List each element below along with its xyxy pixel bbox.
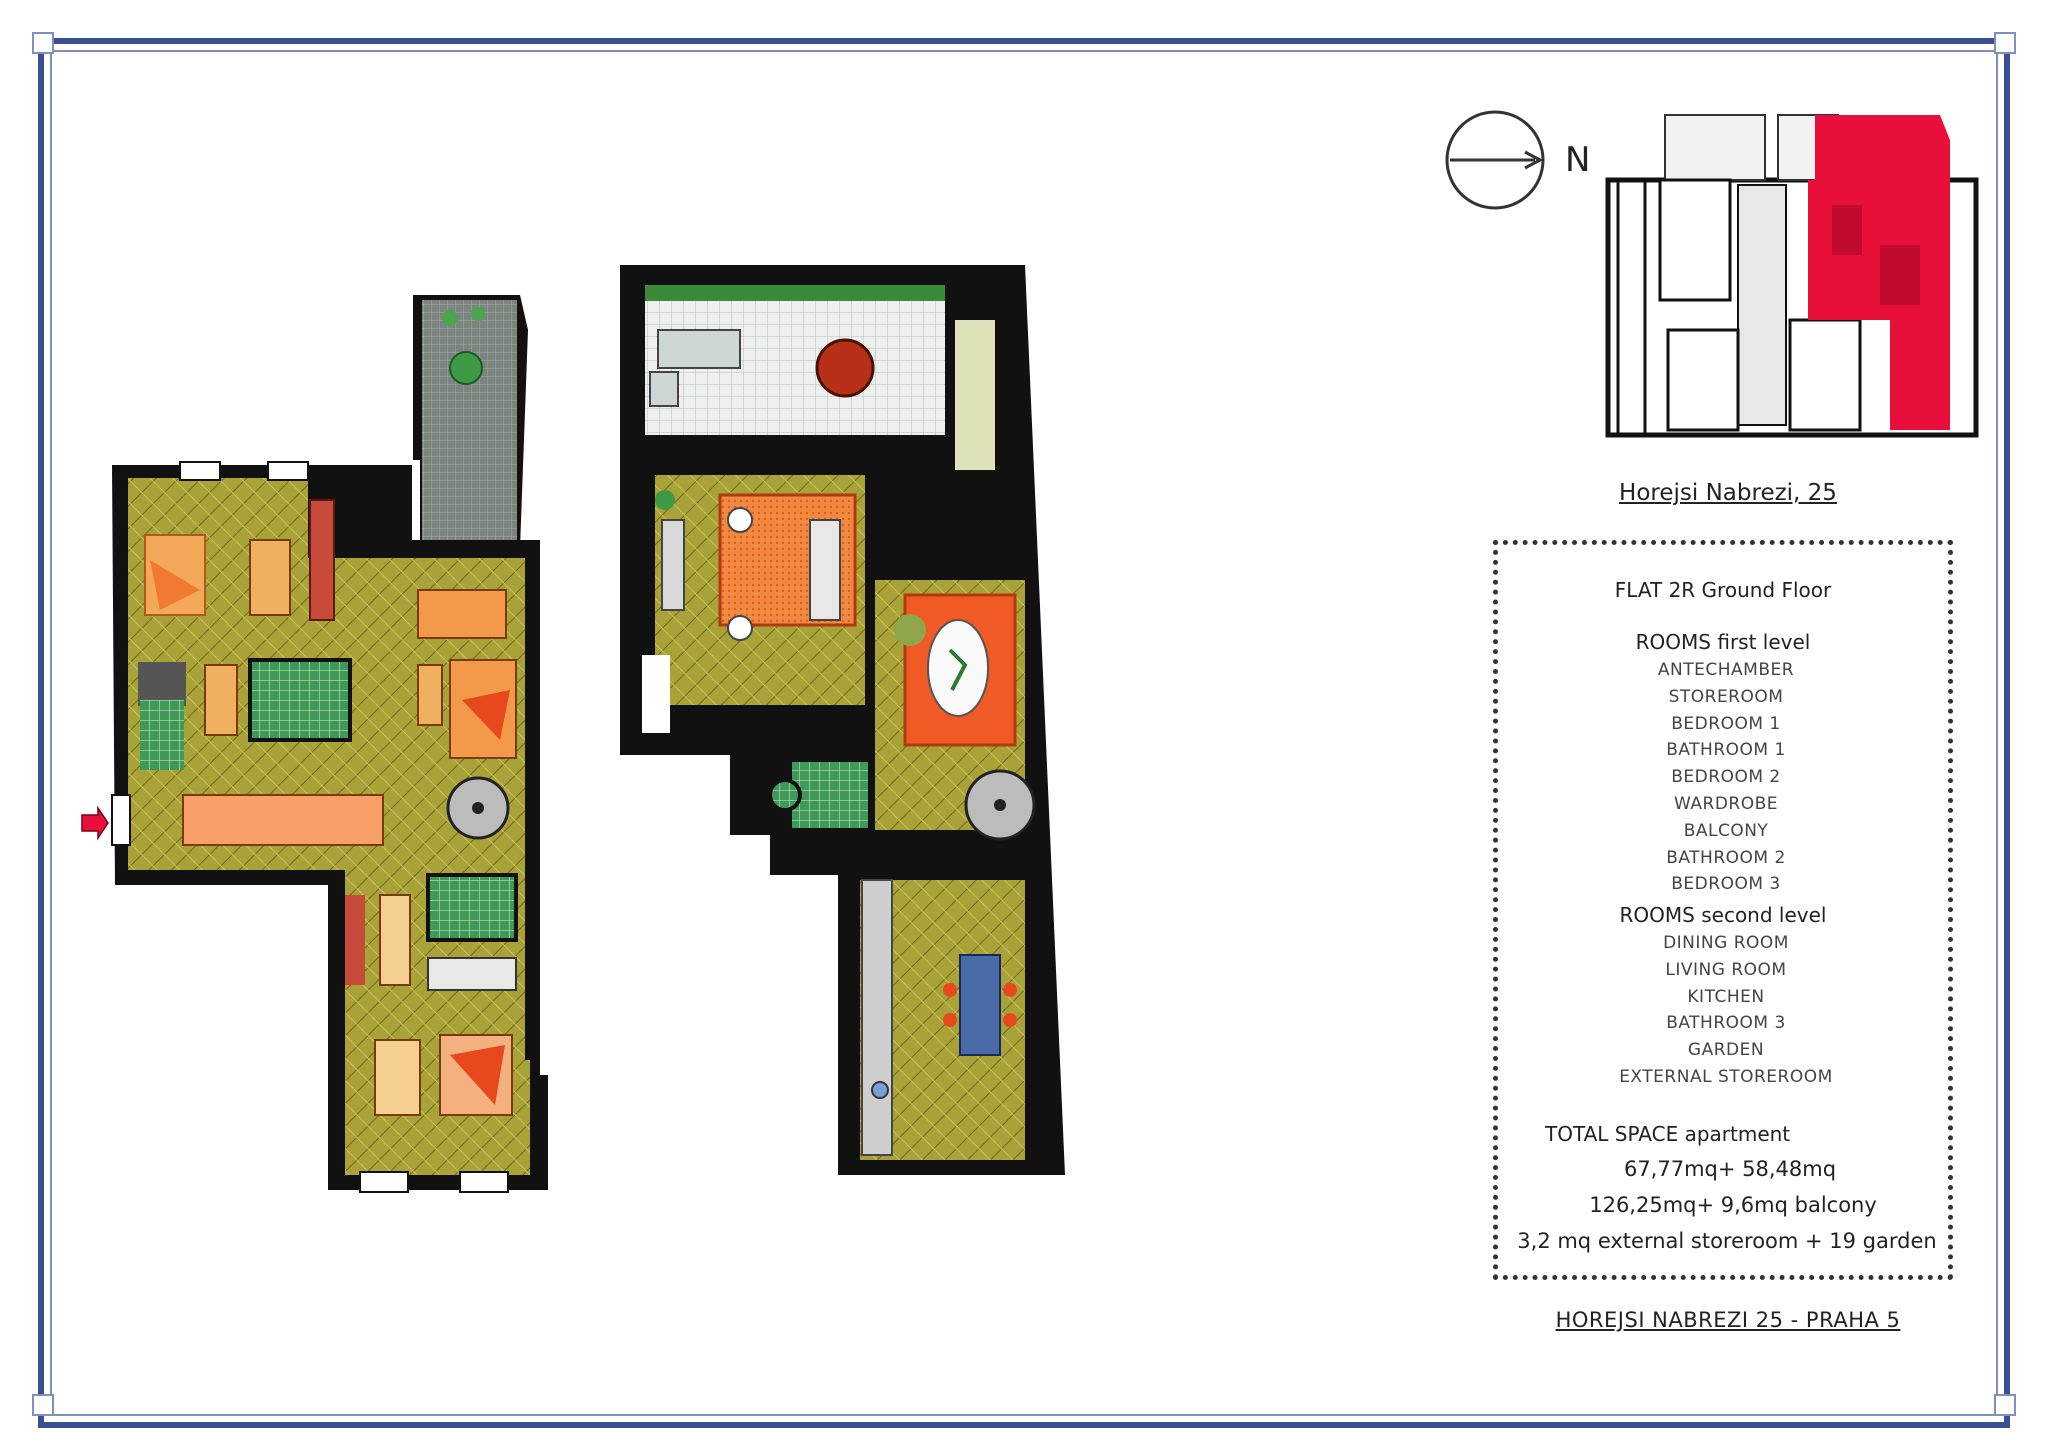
inner-frame [50, 50, 1998, 1416]
total-space-label: TOTAL SPACE apartment [1545, 1122, 1791, 1146]
frame-corner [1994, 1394, 2016, 1416]
flat-title: FLAT 2R Ground Floor [1614, 578, 1832, 602]
room-name: BATHROOM 1 [1666, 740, 1786, 761]
address-footer: HOREJSI NABREZI 25 - PRAHA 5 [1555, 1308, 1901, 1332]
key-plan [1445, 110, 1979, 438]
second-level-plan [620, 265, 1065, 1175]
plant-icon [449, 351, 483, 385]
room-name: LIVING ROOM [1665, 959, 1787, 980]
north-label: N [1565, 140, 1591, 180]
room-name: DINING ROOM [1663, 933, 1789, 953]
room-name: STOREROOM [1668, 686, 1784, 707]
first-level-heading: ROOMS first level [1635, 630, 1811, 654]
first-level-plan [81, 295, 548, 1193]
room-name: WARDROBE [1673, 794, 1779, 814]
room-name: BEDROOM 1 [1671, 713, 1781, 734]
total-line-3: 3,2 mq external storeroom + 19 garden [1517, 1229, 1937, 1253]
second-level-heading: ROOMS second level [1619, 903, 1827, 927]
room-name: ANTECHAMBER [1657, 660, 1795, 680]
frame-corner [32, 1394, 54, 1416]
room-name: EXTERNAL STOREROOM [1619, 1067, 1833, 1087]
outer-frame [38, 38, 2010, 1428]
key-plan-caption: Horejsi Nabrezi, 25 [1619, 480, 1837, 506]
room-name: KITCHEN [1687, 986, 1765, 1007]
room-name: BATHROOM 2 [1666, 847, 1786, 868]
room-name: GARDEN [1687, 1040, 1765, 1061]
room-name: BEDROOM 2 [1671, 767, 1781, 788]
frame-corner [1994, 32, 2016, 54]
room-name: BEDROOM 3 [1671, 874, 1781, 895]
room-name: BATHROOM 3 [1666, 1013, 1786, 1034]
legend-box [1493, 540, 1953, 1280]
frame-corner [32, 32, 54, 54]
room-name: BALCONY [1683, 820, 1769, 841]
entrance-arrow-icon [81, 805, 109, 841]
flat-location-highlight [1808, 115, 1950, 430]
total-line-2: 126,25mq+ 9,6mq balcony [1589, 1193, 1877, 1217]
total-line-1: 67,77mq+ 58,48mq [1623, 1157, 1837, 1181]
